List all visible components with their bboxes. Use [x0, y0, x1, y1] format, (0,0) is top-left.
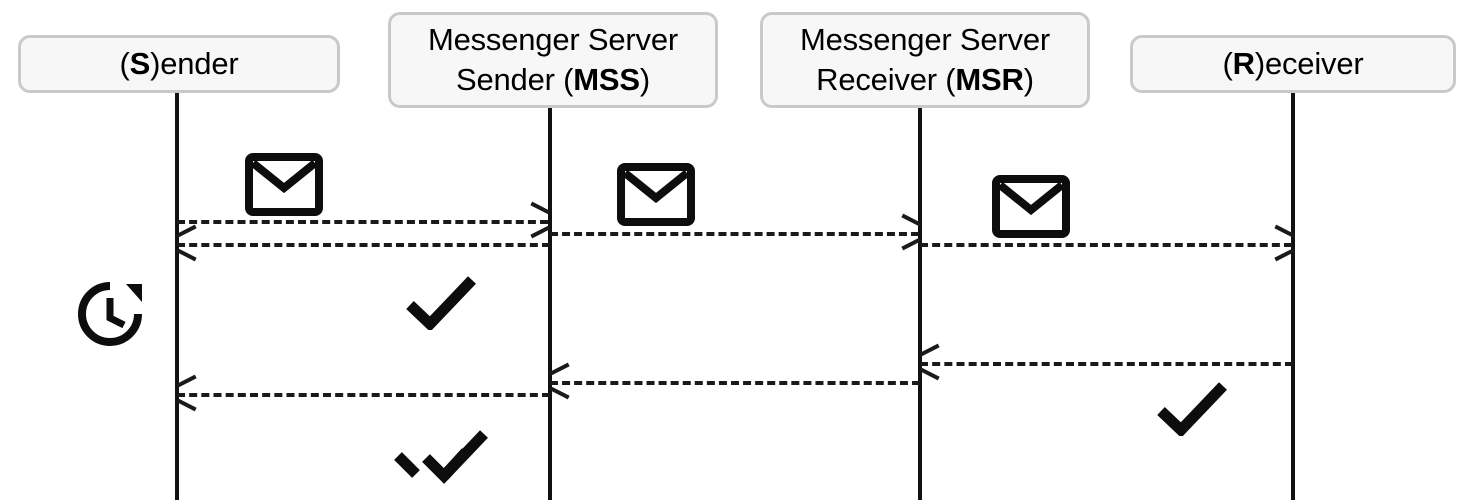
check-double-icon	[394, 430, 496, 492]
lifeline-mss	[548, 108, 552, 500]
envelope-icon	[617, 163, 695, 226]
envelope-icon	[992, 175, 1070, 238]
message-msr-to-receiver	[920, 243, 1292, 247]
check-single-icon	[1155, 380, 1229, 436]
lifeline-msr	[918, 108, 922, 500]
arrowhead-right-mss-top	[529, 207, 549, 233]
message-mss-to-sender-ack	[177, 243, 550, 247]
message-receiver-to-msr	[920, 362, 1293, 366]
message-sender-to-mss	[177, 220, 548, 224]
message-mss-to-msr	[550, 232, 919, 236]
participant-receiver-label: (R)eceiver	[1222, 46, 1364, 82]
arrowhead-left-sender-delivered	[177, 380, 197, 406]
participant-sender-label: (S)ender	[119, 46, 239, 82]
lifeline-receiver	[1291, 92, 1295, 500]
lifeline-sender	[175, 92, 179, 500]
participant-receiver[interactable]: (R)eceiver	[1130, 35, 1456, 93]
participant-sender[interactable]: (S)ender	[18, 35, 340, 93]
arrowhead-right-receiver	[1273, 230, 1293, 256]
arrowhead-left-msr	[920, 349, 940, 375]
message-msr-to-mss	[550, 381, 920, 385]
arrowhead-left-sender-ack	[177, 230, 197, 256]
check-single-icon	[404, 274, 478, 330]
retry-clock-icon	[74, 278, 146, 350]
arrowhead-right-msr-top	[900, 219, 920, 245]
message-mss-to-sender-delivered	[177, 393, 550, 397]
arrowhead-left-mss	[550, 368, 570, 394]
envelope-icon	[245, 153, 323, 216]
